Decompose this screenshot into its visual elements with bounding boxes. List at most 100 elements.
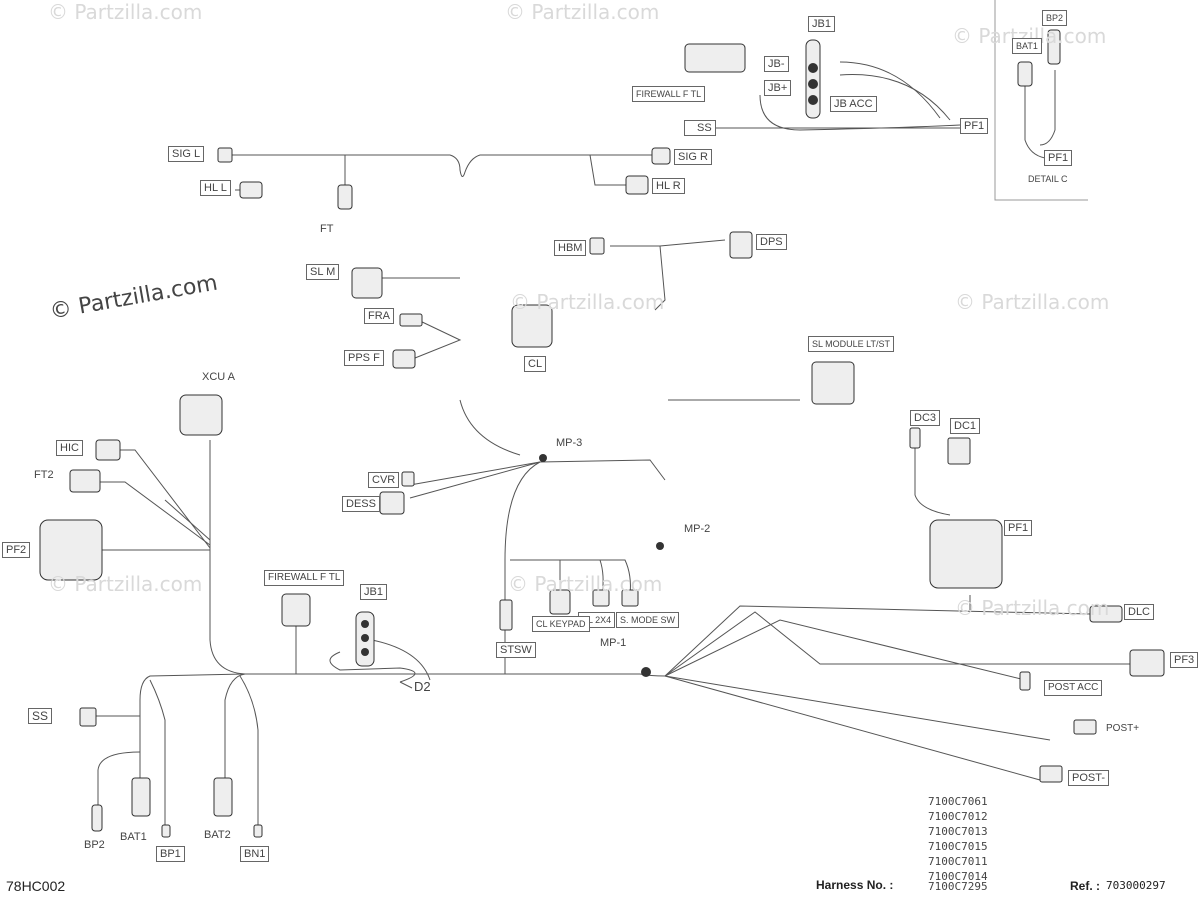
part-number: 7100C7013 (928, 825, 988, 838)
label-ss-low: SS (28, 708, 53, 724)
label-mp1: MP-1 (600, 637, 627, 649)
diagram-code: 78HC002 (6, 878, 66, 894)
part-number: 7100C7011 (928, 855, 988, 868)
label-hl-l: HL L (200, 180, 231, 196)
part-number: 7100C7015 (928, 840, 988, 853)
label-bat1-low: BAT1 (120, 831, 147, 843)
label-pf1-top: PF1 (960, 118, 989, 134)
label-ft: FT (320, 223, 334, 235)
label-hbm: HBM (554, 240, 587, 256)
pf3-connector (1129, 649, 1165, 677)
bn1-terminal (253, 824, 263, 838)
label-post-acc: POST ACC (1044, 680, 1103, 696)
label-bp2-low: BP2 (84, 839, 105, 851)
label-bat2: BAT2 (204, 829, 231, 841)
sig-l-connector (217, 147, 233, 163)
label-bp1: BP1 (156, 846, 185, 862)
cl-connector (511, 304, 553, 348)
label-jb-minus: JB- (764, 56, 789, 72)
watermark: © Partzilla.com (505, 0, 660, 24)
label-ft2: FT2 (34, 469, 54, 481)
cvr-connector (401, 471, 415, 487)
label-dc3: DC3 (910, 410, 941, 426)
label-xcu-a: XCU A (202, 371, 236, 383)
fuse-bank (684, 43, 746, 73)
label-s-mode-sw: S. MODE SW (616, 612, 680, 628)
label-cl-keypad: CL KEYPAD (532, 616, 590, 632)
label-post-plus: POST+ (1106, 723, 1140, 734)
label-pf1-mid: PF1 (1004, 520, 1033, 536)
watermark: © Partzilla.com (955, 290, 1110, 314)
label-detail-c: DETAIL C (1028, 174, 1068, 184)
label-post-minus: POST- (1068, 770, 1110, 786)
label-firewall-mid: FIREWALL F TL (264, 570, 345, 586)
xcu-a-connector (179, 394, 223, 436)
label-dess: DESS (342, 496, 380, 512)
sig-r-connector (651, 147, 671, 165)
hl-l-connector (239, 181, 263, 199)
dc3-connector (909, 427, 921, 449)
pf1-mid-connector (929, 519, 1003, 589)
label-dc1: DC1 (950, 418, 981, 434)
main-trunk-wire (209, 440, 666, 677)
label-bn1: BN1 (240, 846, 270, 862)
watermark: © Partzilla.com (510, 290, 665, 314)
dc1-connector (947, 437, 971, 465)
label-dlc: DLC (1124, 604, 1155, 620)
label-sig-r: SIG R (674, 149, 712, 165)
bat2-terminal (213, 777, 233, 817)
bp2-low-terminal (91, 804, 103, 832)
label-fra: FRA (364, 308, 394, 324)
label-firewall-top: FIREWALL F TL (632, 86, 706, 102)
ss-low-connector (79, 707, 97, 727)
label-pps-f: PPS F (344, 350, 384, 366)
label-cl: CL (524, 356, 547, 372)
hl-r-connector (625, 175, 649, 195)
watermark: © Partzilla.com (48, 0, 203, 24)
label-sig-l: SIG L (168, 146, 205, 162)
bp1-terminal (161, 824, 171, 838)
label-bat1-detail: BAT1 (1012, 38, 1042, 54)
label-pf2: PF2 (2, 542, 31, 558)
hic-connector (95, 439, 121, 461)
label-hic: HIC (56, 440, 83, 456)
part-number: 7100C7012 (928, 810, 988, 823)
ft-connector (337, 184, 353, 210)
pf2-connector (39, 519, 103, 581)
label-hl-r: HL R (652, 178, 685, 194)
label-jb1-mid: JB1 (360, 584, 387, 600)
label-sl-m: SL M (306, 264, 340, 280)
label-sl-module: SL MODULE LT/ST (808, 336, 895, 352)
cl-keypad-connector (549, 589, 571, 615)
sl-2x4-connector (592, 589, 610, 607)
watermark: © Partzilla.com (955, 596, 1110, 620)
label-ss-top: SS (684, 120, 716, 136)
dess-connector (379, 491, 405, 515)
ref-label: Ref. : (1070, 879, 1100, 893)
bat1-detail-terminal (1017, 61, 1033, 87)
part-number: 7100C7061 (928, 795, 988, 808)
post-minus-terminal (1039, 765, 1063, 783)
s-mode-sw-connector (621, 589, 639, 607)
dlc-connector (1089, 605, 1123, 623)
firewall-connector (281, 593, 311, 627)
label-cvr: CVR (368, 472, 400, 488)
bp2-detail-terminal (1047, 29, 1061, 65)
label-jb-acc: JB ACC (830, 96, 877, 112)
ref-value: 703000297 (1106, 879, 1166, 892)
bat1-low-terminal (131, 777, 151, 817)
label-pf3: PF3 (1170, 652, 1199, 668)
label-mp2: MP-2 (684, 523, 711, 535)
label-stsw: STSW (496, 642, 536, 658)
ft2-connector (69, 469, 101, 493)
label-jb1-top: JB1 (808, 16, 835, 32)
label-bp2-detail: BP2 (1042, 10, 1068, 26)
hbm-connector (589, 237, 605, 255)
label-d2: D2 (414, 679, 431, 694)
dps-connector (729, 231, 753, 259)
harness-label: Harness No. : (816, 878, 894, 892)
post-plus-terminal (1073, 719, 1097, 735)
fra-connector (399, 313, 423, 327)
